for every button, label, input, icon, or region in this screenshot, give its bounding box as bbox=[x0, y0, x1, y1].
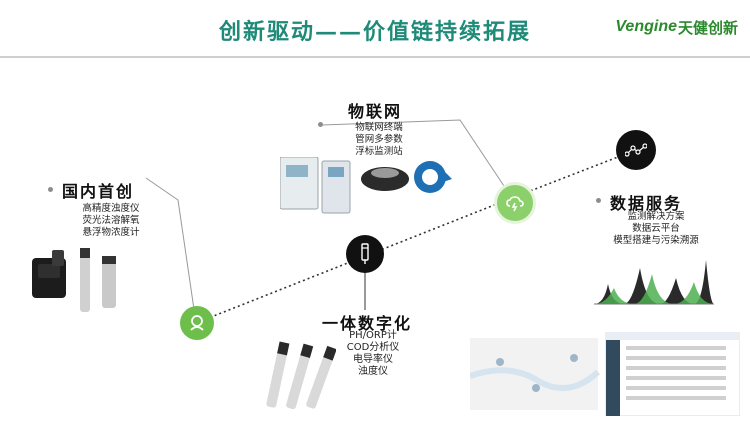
digital-lines: PH/ORP计 COD分析仪 电导率仪 浊度仪 bbox=[338, 330, 408, 378]
data-peaks-image bbox=[594, 260, 714, 305]
digital-line-2: COD分析仪 bbox=[346, 342, 400, 353]
domestic-line-3: 悬浮物浓度计 bbox=[82, 227, 140, 238]
data-lines: 监测解决方案 数据云平台 模型搭建与污染溯源 bbox=[596, 211, 716, 247]
iot-bullet bbox=[318, 122, 323, 127]
data-line-2: 数据云平台 bbox=[632, 223, 680, 234]
data-line-3: 模型搭建与污染溯源 bbox=[613, 235, 699, 246]
iot-line-2: 管网多参数 bbox=[355, 134, 403, 145]
header-divider bbox=[0, 56, 750, 58]
domestic-line-1: 高精度浊度仪 bbox=[82, 203, 140, 214]
domestic-bullet bbox=[48, 187, 53, 192]
network-icon bbox=[625, 143, 647, 157]
logo-text: Vengine bbox=[615, 18, 677, 35]
logo-cn: 天健创新 bbox=[677, 19, 738, 37]
digital-probes-image bbox=[266, 341, 336, 410]
data-heading: 数据服务 bbox=[610, 194, 683, 213]
iot-branch bbox=[321, 119, 513, 199]
main-dotted-line-2 bbox=[511, 149, 637, 199]
face-node bbox=[180, 306, 214, 340]
probe-node bbox=[346, 235, 384, 273]
digital-heading: 一体数字化 bbox=[322, 314, 413, 333]
domestic-line-2: 荧光法溶解氧 bbox=[82, 215, 140, 226]
cloud-lightning-icon bbox=[506, 196, 524, 212]
digital-line-4: 浊度仪 bbox=[358, 366, 388, 377]
iot-products-image bbox=[280, 157, 452, 214]
domestic-products-image bbox=[32, 248, 116, 312]
face-icon bbox=[190, 315, 204, 331]
data-line-1: 监测解决方案 bbox=[627, 211, 685, 222]
digital-line-3: 电导率仪 bbox=[353, 354, 393, 365]
network-node bbox=[616, 130, 656, 170]
page-title: 创新驱动——价值链持续拓展 bbox=[218, 19, 531, 45]
iot-line-3: 浮标监测站 bbox=[355, 146, 403, 157]
iot-heading: 物联网 bbox=[348, 102, 403, 121]
main-dotted-line bbox=[195, 197, 513, 324]
iot-lines: 物联网终端 管网多参数 浮标监测站 bbox=[344, 122, 414, 158]
probe-icon bbox=[361, 243, 369, 264]
dashboard-image bbox=[470, 332, 740, 416]
iot-line-1: 物联网终端 bbox=[355, 122, 403, 133]
cloud-node bbox=[494, 182, 536, 224]
brand-logo: Vengine 天健创新 bbox=[615, 14, 738, 40]
digital-line-1: PH/ORP计 bbox=[349, 330, 397, 341]
data-bullet bbox=[596, 198, 601, 203]
domestic-branch bbox=[145, 177, 197, 324]
domestic-lines: 高精度浊度仪 荧光法溶解氧 悬浮物浓度计 bbox=[66, 203, 156, 239]
domestic-heading: 国内首创 bbox=[62, 182, 135, 201]
